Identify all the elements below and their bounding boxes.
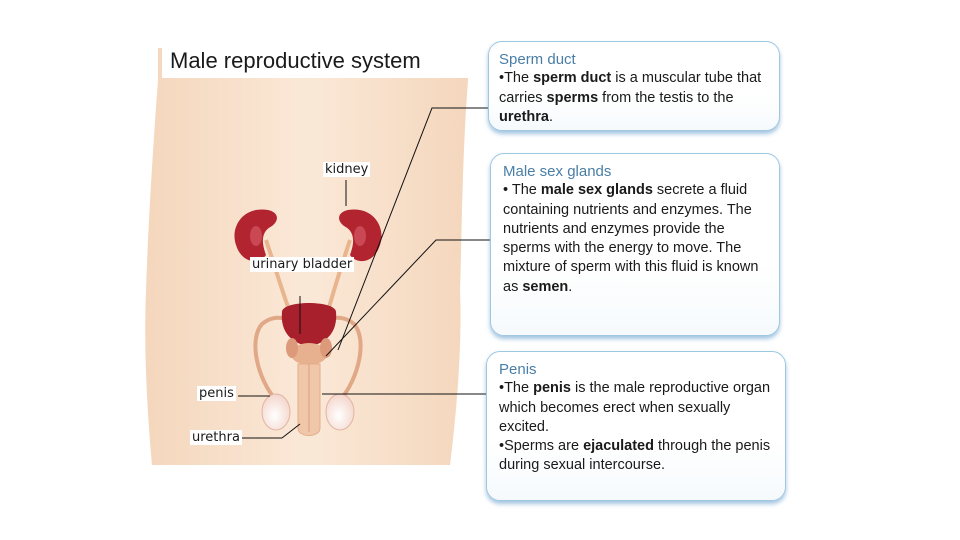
card-penis: Penis •The penis is the male reproductiv… bbox=[486, 351, 786, 501]
text-run: •Sperms are bbox=[499, 438, 584, 455]
bold-run: ejaculated bbox=[583, 438, 654, 455]
bold-run: penis bbox=[533, 380, 571, 397]
right-testis bbox=[325, 393, 355, 431]
text-run: . bbox=[568, 278, 573, 295]
card-penis-title: Penis bbox=[499, 361, 537, 378]
label-kidney: kidney bbox=[323, 162, 371, 177]
text-run: from the testis to the bbox=[598, 89, 734, 106]
prostate bbox=[291, 343, 327, 365]
text-run: • The bbox=[503, 182, 541, 199]
label-penis: penis bbox=[197, 386, 236, 401]
bold-run: semen bbox=[522, 278, 569, 295]
card-sperm-duct-title: Sperm duct bbox=[499, 51, 576, 68]
bladder bbox=[281, 303, 337, 346]
card-sperm-duct-text: •The sperm duct is a muscular tube that … bbox=[499, 69, 769, 127]
card-penis-text-2: •Sperms are ejaculated through the penis… bbox=[499, 437, 773, 476]
card-sperm-duct: Sperm duct •The sperm duct is a muscular… bbox=[488, 41, 780, 131]
card-penis-text-1: •The penis is the male reproductive orga… bbox=[499, 379, 773, 437]
text-run: through the penis during sexual intercou… bbox=[499, 438, 771, 474]
bold-run: sperm duct bbox=[533, 70, 612, 87]
diagram-title: Male reproductive system bbox=[162, 44, 472, 78]
bold-run: sperms bbox=[546, 89, 599, 106]
left-testis bbox=[261, 393, 291, 431]
text-run: is a muscular tube that carries bbox=[499, 70, 762, 106]
label-urinary-bladder: urinary bladder bbox=[250, 257, 355, 272]
text-run: •The bbox=[499, 70, 534, 87]
card-glands-text: • The male sex glands secrete a fluid co… bbox=[503, 181, 767, 297]
card-glands-title: Male sex glands bbox=[503, 163, 612, 180]
body-silhouette bbox=[145, 48, 468, 465]
text-run: •The bbox=[499, 380, 534, 397]
bold-run: urethra bbox=[499, 108, 549, 125]
text-run: is the male reproductive organ which bec… bbox=[499, 380, 771, 435]
label-urethra: urethra bbox=[190, 430, 242, 445]
text-run: secrete a fluid containing nutrients and… bbox=[503, 182, 759, 295]
text-run: . bbox=[548, 108, 553, 125]
bold-run: male sex glands bbox=[540, 182, 653, 199]
card-male-sex-glands: Male sex glands • The male sex glands se… bbox=[490, 153, 780, 336]
